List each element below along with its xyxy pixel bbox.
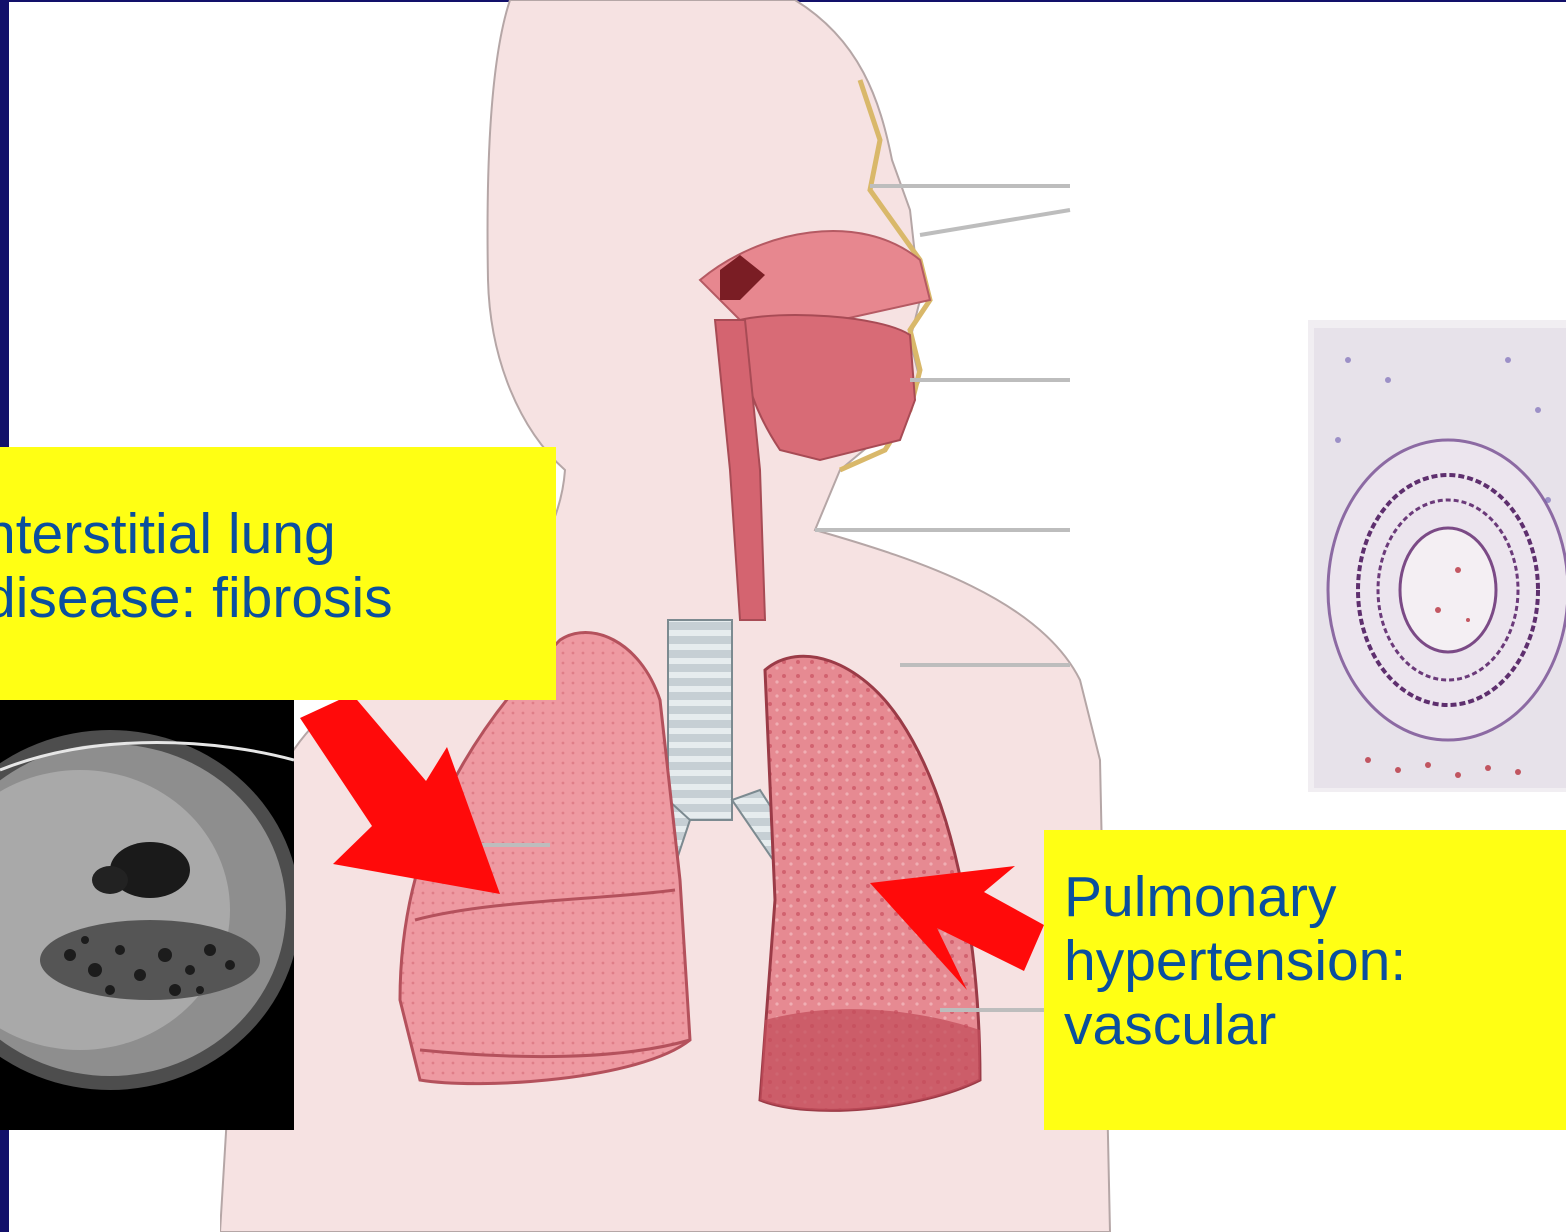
callout-ph-line-2: hypertension: [1064, 930, 1566, 994]
callout-ph-line-3: vascular [1064, 994, 1566, 1058]
callout-ph-line-1: Pulmonary [1064, 866, 1566, 930]
callout-interstitial-lung-disease: nterstitial lung disease: fibrosis [0, 447, 556, 700]
ct-scan-image [0, 700, 294, 1130]
histology-micrograph-image [1308, 320, 1566, 792]
callout-pulmonary-hypertension: Pulmonary hypertension: vascular [1044, 830, 1566, 1130]
callout-ild-line-1: nterstitial lung [0, 503, 556, 567]
callout-ild-line-2: disease: fibrosis [0, 567, 556, 631]
